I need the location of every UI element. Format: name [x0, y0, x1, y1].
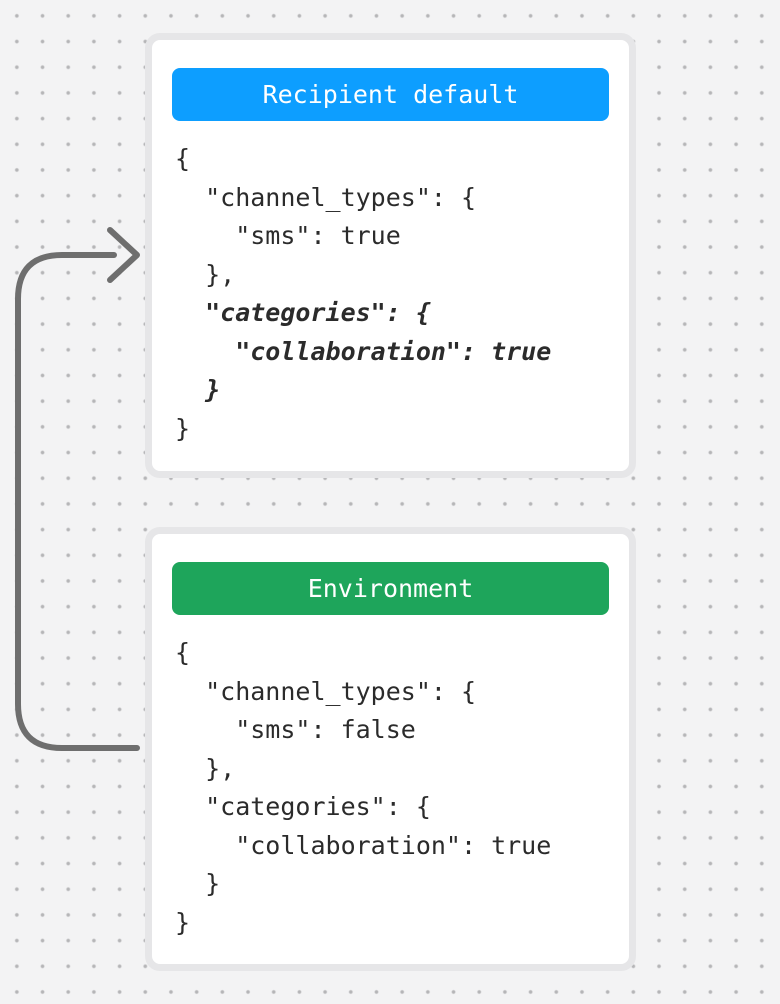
recipient-default-code-block: { "channel_types": { "sms": true }, "cat…: [175, 140, 609, 448]
flow-arrow: [15, 227, 140, 751]
code-line: "categories": {: [175, 298, 431, 327]
code-line: "channel_types": {: [175, 182, 477, 212]
code-line: }: [175, 869, 221, 898]
arrowhead-icon: [107, 227, 140, 283]
code-line: {: [175, 144, 191, 173]
environment-header: Environment: [172, 562, 609, 615]
environment-card: Environment { "channel_types": { "sms": …: [145, 527, 636, 971]
code-line: "collaboration": true: [175, 336, 552, 366]
code-line: }: [175, 907, 191, 937]
recipient-default-header: Recipient default: [172, 68, 609, 121]
code-line: "sms": true: [175, 221, 401, 250]
code-line: "channel_types": {: [175, 676, 477, 706]
code-line: "sms": false: [175, 715, 416, 744]
recipient-default-card: Recipient default { "channel_types": { "…: [145, 33, 636, 478]
code-line: {: [175, 638, 191, 667]
flow-arrow-line: [15, 252, 140, 751]
code-line: }: [175, 413, 191, 443]
code-line: "collaboration": true: [175, 830, 552, 860]
code-line: }: [175, 375, 221, 404]
code-line: },: [175, 753, 236, 783]
code-line: },: [175, 259, 236, 289]
code-line: "categories": {: [175, 792, 431, 821]
environment-code-block: { "channel_types": { "sms": false }, "ca…: [175, 634, 609, 942]
